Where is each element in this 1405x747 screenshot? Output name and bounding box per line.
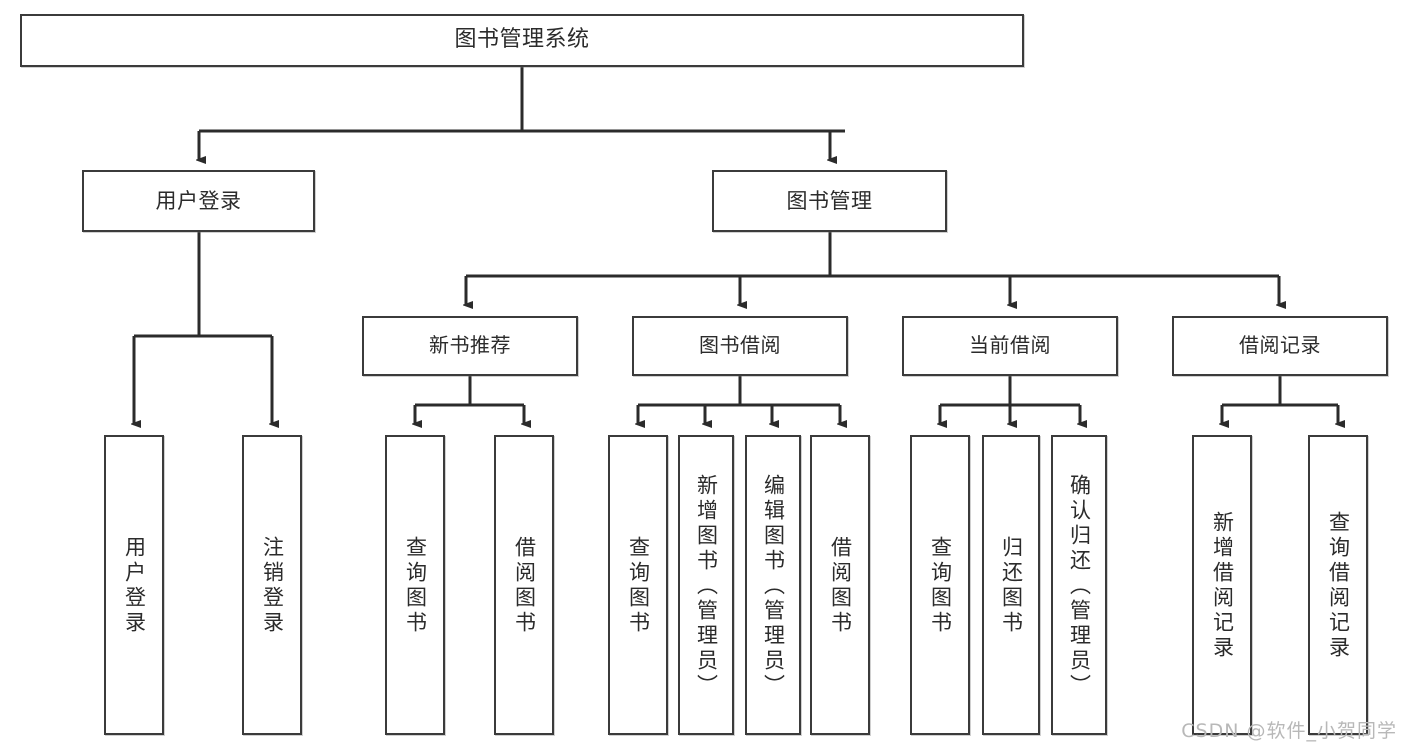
node-leaf-borrow-book-2[interactable]: 借阅图书 bbox=[810, 435, 870, 735]
node-label: 用户登录 bbox=[155, 188, 242, 213]
node-leaf-query-book-2[interactable]: 查询图书 bbox=[608, 435, 668, 735]
node-leaf-user-login[interactable]: 用户登录 bbox=[104, 435, 164, 735]
node-leaf-query-record[interactable]: 查询借阅记录 bbox=[1308, 435, 1368, 735]
node-label: 当前借阅 bbox=[969, 333, 1051, 358]
node-label: 确认归还（管理员） bbox=[1067, 473, 1092, 699]
node-label: 查询图书 bbox=[403, 536, 428, 636]
node-borrow-record[interactable]: 借阅记录 bbox=[1172, 316, 1388, 376]
node-label: 新增借阅记录 bbox=[1210, 511, 1235, 661]
node-leaf-confirm-return[interactable]: 确认归还（管理员） bbox=[1051, 435, 1107, 735]
node-label: 借阅图书 bbox=[828, 536, 853, 636]
watermark-text: CSDN @软件_小贺同学 bbox=[1181, 720, 1397, 742]
node-label: 图书管理系统 bbox=[454, 27, 590, 53]
node-label: 图书借阅 bbox=[699, 333, 781, 358]
node-new-book-recommend[interactable]: 新书推荐 bbox=[362, 316, 578, 376]
node-leaf-query-book-1[interactable]: 查询图书 bbox=[385, 435, 445, 735]
node-leaf-edit-book[interactable]: 编辑图书（管理员） bbox=[745, 435, 801, 735]
node-label: 新增图书（管理员） bbox=[694, 473, 719, 699]
node-user-login[interactable]: 用户登录 bbox=[82, 170, 315, 232]
node-leaf-add-book[interactable]: 新增图书（管理员） bbox=[678, 435, 734, 735]
node-label: 新书推荐 bbox=[429, 333, 511, 358]
node-leaf-add-record[interactable]: 新增借阅记录 bbox=[1192, 435, 1252, 735]
node-label: 注销登录 bbox=[260, 536, 285, 636]
node-label: 查询图书 bbox=[928, 536, 953, 636]
node-label: 借阅记录 bbox=[1239, 333, 1321, 358]
node-book-borrow[interactable]: 图书借阅 bbox=[632, 316, 848, 376]
node-book-management[interactable]: 图书管理 bbox=[712, 170, 947, 232]
node-leaf-return-book[interactable]: 归还图书 bbox=[982, 435, 1040, 735]
node-label: 借阅图书 bbox=[512, 536, 537, 636]
node-leaf-query-book-3[interactable]: 查询图书 bbox=[910, 435, 970, 735]
node-root-system[interactable]: 图书管理系统 bbox=[20, 14, 1024, 67]
node-current-borrow[interactable]: 当前借阅 bbox=[902, 316, 1118, 376]
node-label: 编辑图书（管理员） bbox=[761, 473, 786, 699]
node-leaf-borrow-book-1[interactable]: 借阅图书 bbox=[494, 435, 554, 735]
node-label: 归还图书 bbox=[999, 536, 1024, 636]
node-label: 图书管理 bbox=[786, 188, 873, 213]
node-leaf-logout-login[interactable]: 注销登录 bbox=[242, 435, 302, 735]
node-label: 查询图书 bbox=[626, 536, 651, 636]
node-label: 用户登录 bbox=[122, 536, 147, 636]
node-label: 查询借阅记录 bbox=[1326, 511, 1351, 661]
